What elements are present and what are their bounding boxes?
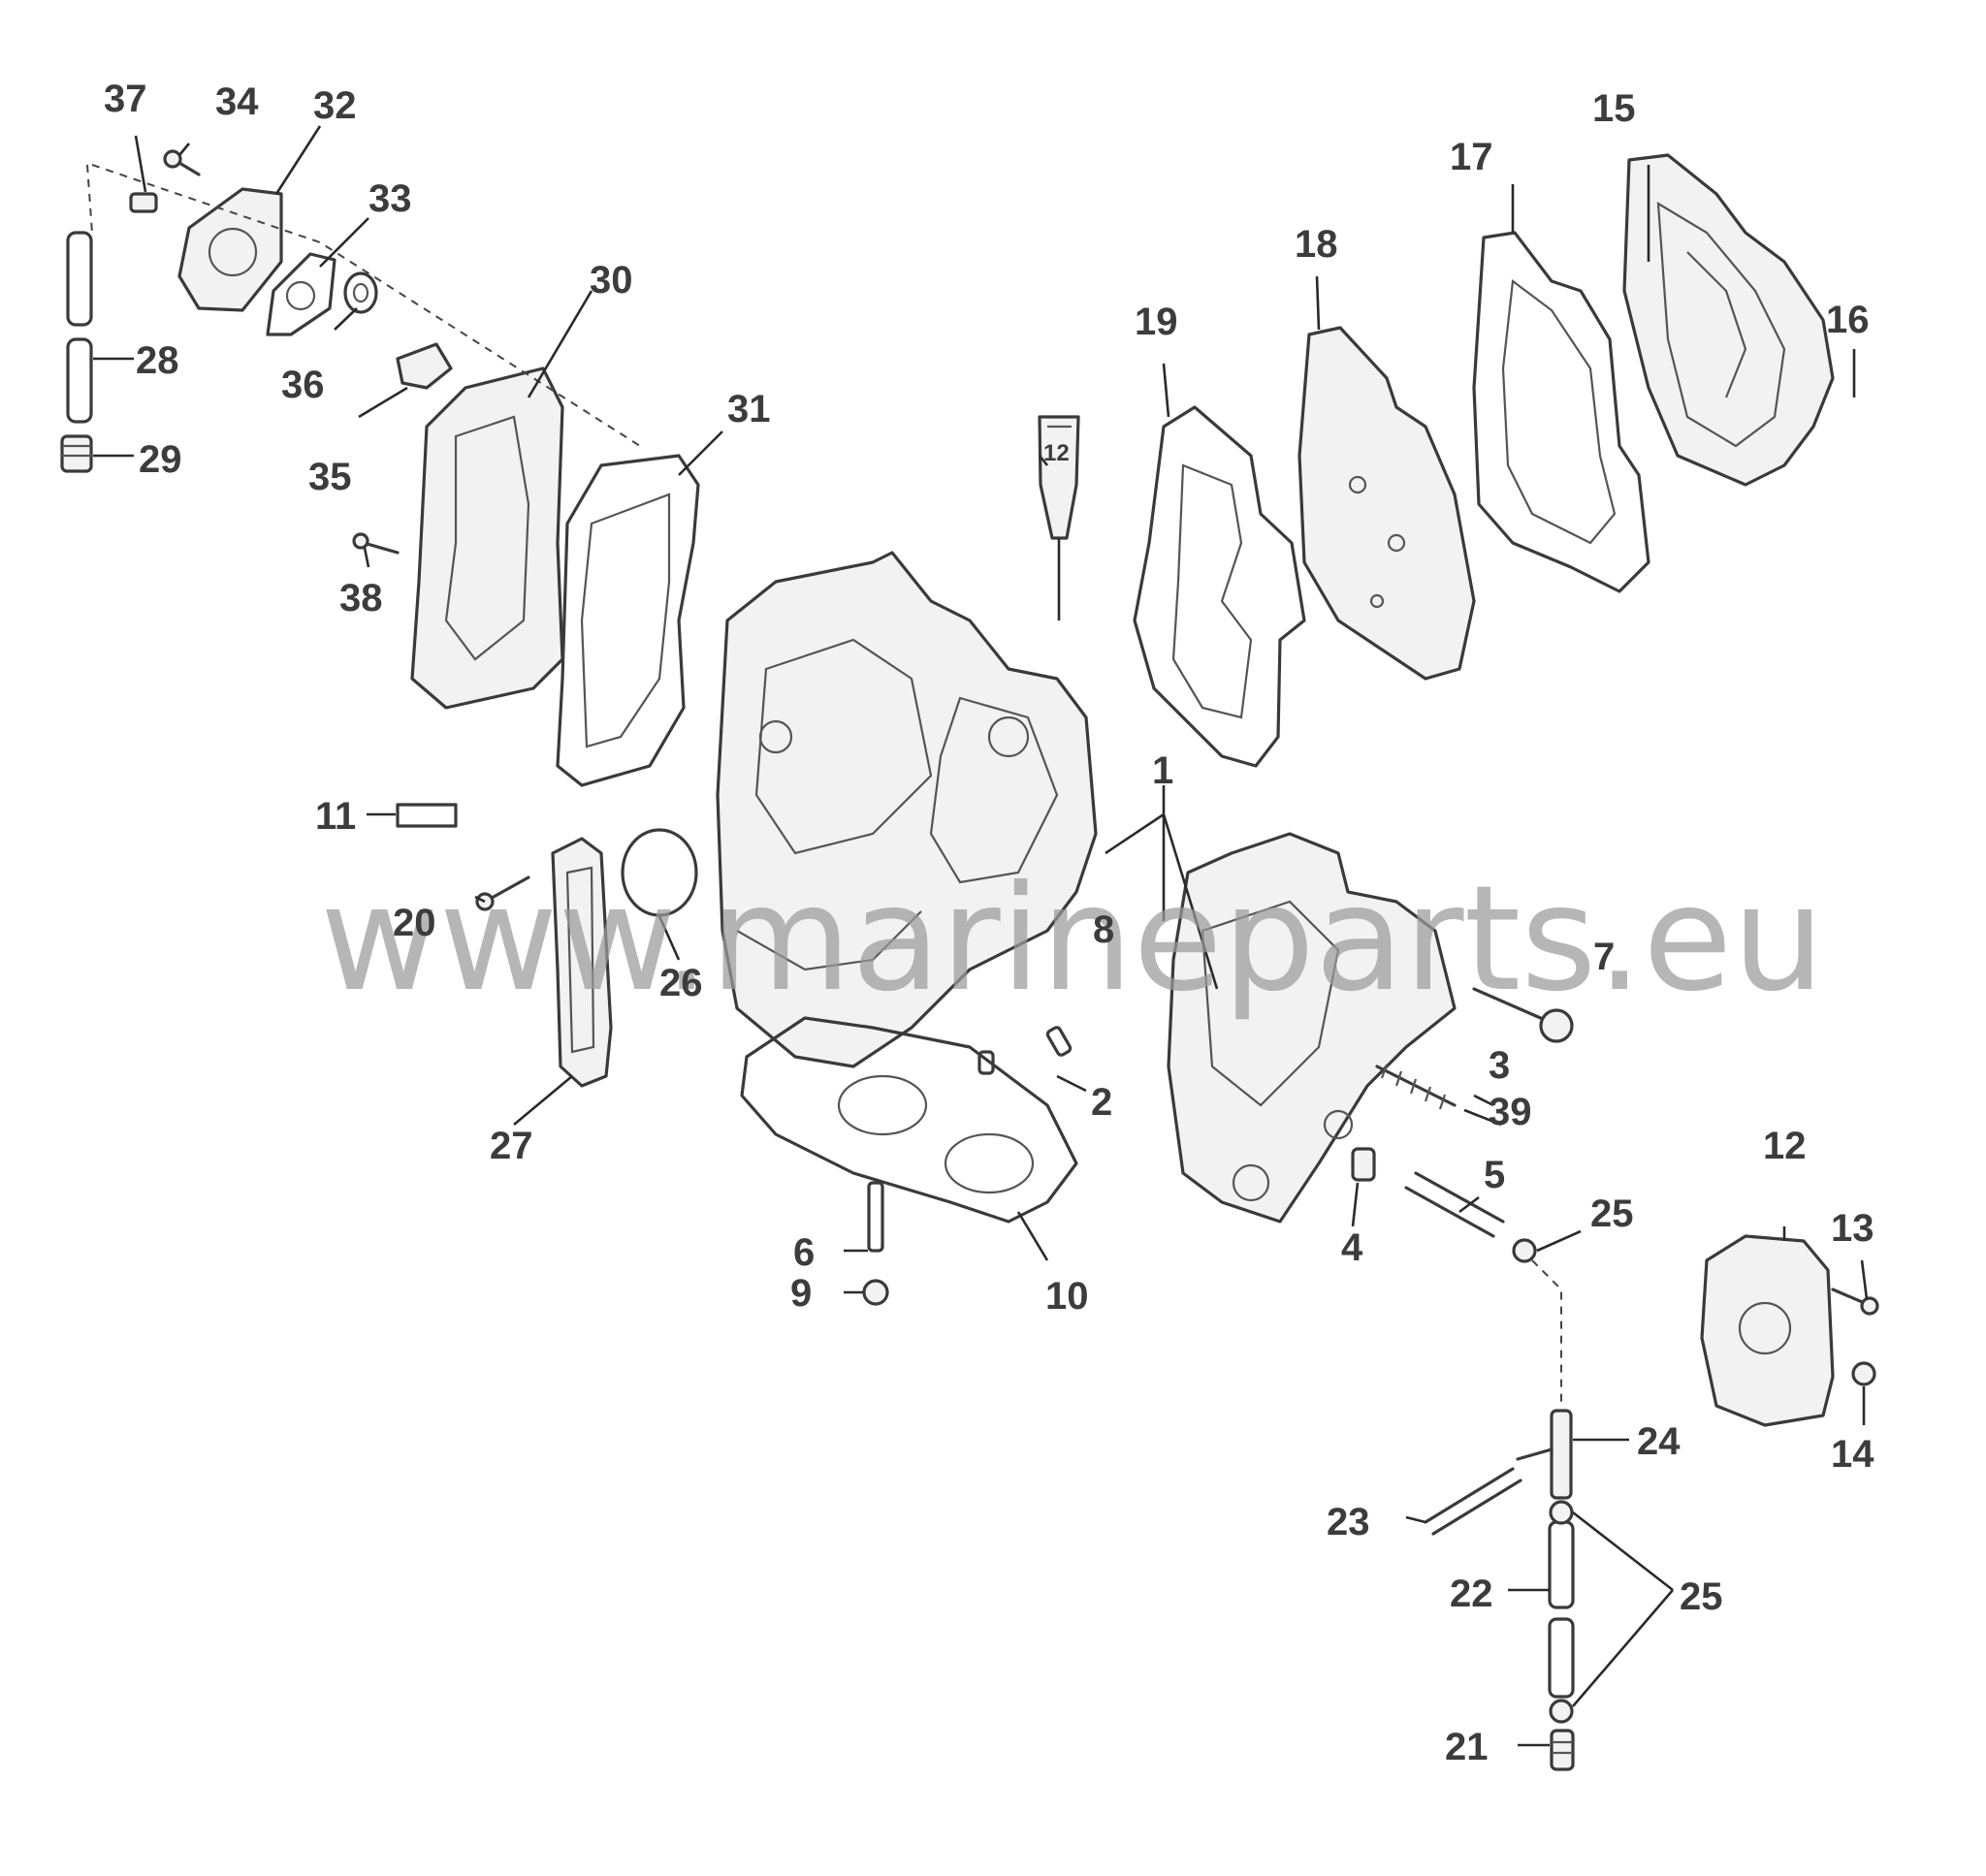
part-34-bolt xyxy=(163,149,201,176)
callout-13: 13 xyxy=(1831,1207,1874,1250)
callout-29: 29 xyxy=(139,438,182,481)
part-22-hose xyxy=(1548,1520,1575,1699)
callout-6: 6 xyxy=(793,1231,815,1274)
part-4-fitting xyxy=(1351,1147,1376,1182)
watermark-text: www.marineparts.eu xyxy=(320,855,1825,1024)
part-11-pin xyxy=(396,803,458,828)
callout-11: 11 xyxy=(315,795,356,838)
part-15-cover xyxy=(1622,153,1835,487)
part-crankcase-half xyxy=(1167,832,1457,1224)
callout-1: 1 xyxy=(1152,749,1173,792)
part-37-fitting xyxy=(129,192,158,213)
part-5-hose xyxy=(1404,1171,1505,1238)
part-1-cylinder-block xyxy=(716,551,1098,1068)
callout-labels: 1 2 3 4 5 6 7 8 9 10 11 12 12 13 14 15 1… xyxy=(104,78,1874,1768)
part-30-cover xyxy=(410,366,564,710)
callout-21: 21 xyxy=(1445,1726,1489,1768)
callout-33: 33 xyxy=(368,177,412,220)
callout-26: 26 xyxy=(659,962,703,1004)
callout-7: 7 xyxy=(1593,936,1615,978)
part-35-valve xyxy=(396,342,453,390)
callout-27: 27 xyxy=(490,1125,533,1167)
callout-32: 32 xyxy=(313,84,357,127)
callout-17: 17 xyxy=(1450,136,1493,178)
part-18-plate xyxy=(1297,326,1476,681)
part-13-screw xyxy=(1831,1288,1879,1316)
assembly-line-left xyxy=(86,164,641,447)
part-39-spring xyxy=(1375,1064,1457,1110)
callout-39: 39 xyxy=(1489,1091,1532,1133)
callout-38: 38 xyxy=(339,577,383,620)
part-12-fuel-pump xyxy=(1700,1234,1835,1427)
callout-20: 20 xyxy=(393,902,436,944)
part-14-nut xyxy=(1851,1361,1876,1386)
part-12-sealant-tube xyxy=(1038,415,1080,620)
callout-12-tube: 12 xyxy=(1043,440,1070,466)
callout-25-upper: 25 xyxy=(1590,1192,1634,1235)
callout-5: 5 xyxy=(1484,1154,1505,1196)
callout-10: 10 xyxy=(1045,1275,1089,1318)
part-24-t-fitting xyxy=(1516,1409,1573,1500)
callout-31: 31 xyxy=(727,388,771,430)
callout-15: 15 xyxy=(1592,87,1636,130)
part-36-seal xyxy=(343,271,378,314)
part-26-o-ring xyxy=(621,828,698,917)
assembly-line-right xyxy=(1531,1259,1562,1406)
callout-19: 19 xyxy=(1135,301,1178,343)
callout-24: 24 xyxy=(1637,1420,1681,1463)
callout-18: 18 xyxy=(1295,223,1338,266)
callout-25-lower: 25 xyxy=(1680,1575,1723,1618)
callout-4: 4 xyxy=(1341,1226,1363,1269)
callout-28: 28 xyxy=(136,339,179,382)
part-25-clamp-upper xyxy=(1512,1238,1537,1263)
part-6-stud xyxy=(867,1181,884,1253)
callout-12-pump: 12 xyxy=(1763,1125,1807,1167)
callout-35: 35 xyxy=(308,456,352,498)
callout-8: 8 xyxy=(1093,908,1114,951)
part-9-nut xyxy=(862,1279,889,1306)
callout-3: 3 xyxy=(1489,1044,1510,1087)
part-31-gasket xyxy=(556,454,700,787)
part-25-clamps-lower xyxy=(1549,1500,1574,1724)
part-19-gasket xyxy=(1133,405,1306,768)
part-21-fitting xyxy=(1550,1729,1575,1771)
part-10-gasket xyxy=(740,1016,1078,1224)
callout-37: 37 xyxy=(104,78,147,120)
callout-14: 14 xyxy=(1831,1433,1874,1476)
leader-lines xyxy=(93,125,1869,1747)
part-29-fitting xyxy=(60,434,93,473)
callout-2: 2 xyxy=(1091,1081,1112,1124)
part-23-hose xyxy=(1424,1467,1522,1536)
callout-16: 16 xyxy=(1826,299,1870,341)
part-2-dowel xyxy=(977,1050,995,1075)
callout-9: 9 xyxy=(790,1272,812,1315)
part-33-gasket xyxy=(266,252,336,336)
part-32-housing xyxy=(177,187,283,312)
callout-22: 22 xyxy=(1450,1573,1493,1615)
callout-30: 30 xyxy=(590,259,633,302)
callout-36: 36 xyxy=(281,364,325,406)
part-27-reed-block xyxy=(551,837,613,1088)
callout-34: 34 xyxy=(215,80,259,123)
part-7-bolt xyxy=(1472,987,1574,1043)
part-28-hose xyxy=(66,231,93,424)
part-8-dowel xyxy=(1045,1026,1073,1057)
callout-23: 23 xyxy=(1327,1501,1370,1543)
part-38-bolt xyxy=(352,532,400,555)
part-17-gasket xyxy=(1472,231,1650,593)
